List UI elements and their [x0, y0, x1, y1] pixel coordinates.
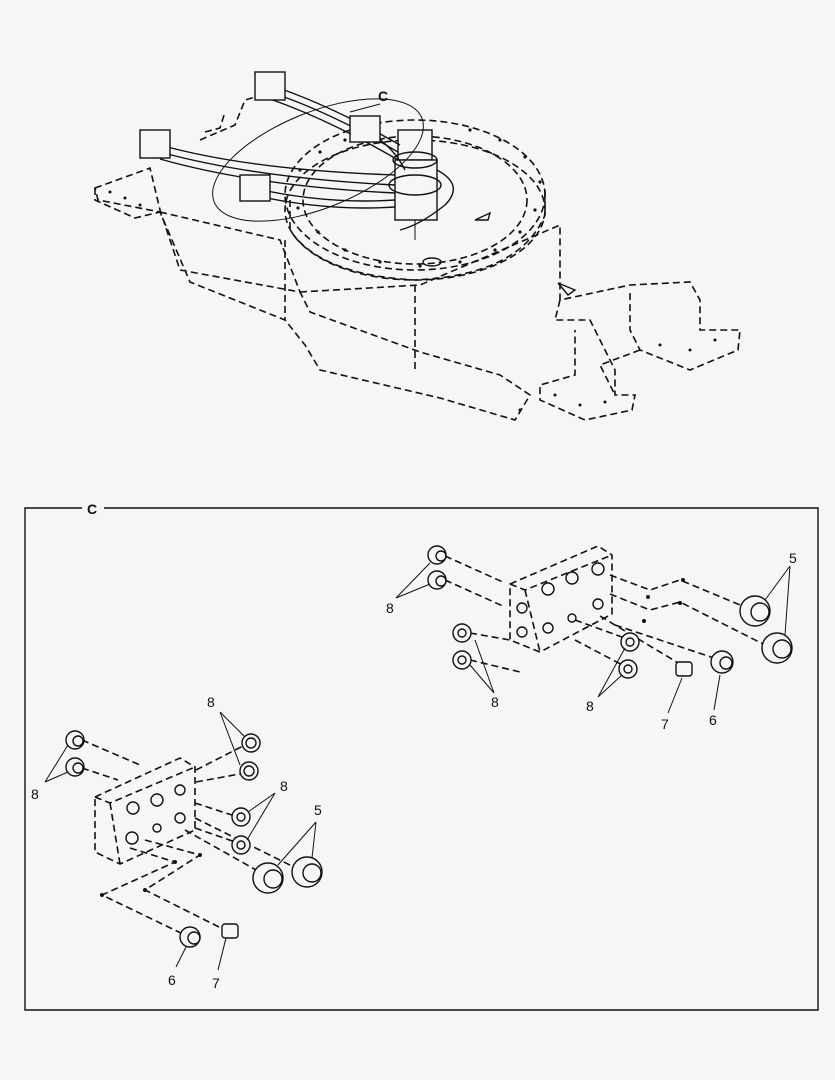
lower-fitting-6 [179, 926, 201, 948]
callout-lower-7: 7 [212, 975, 220, 991]
callout-upper-8-bottom-left: 8 [491, 694, 499, 710]
callout-upper-8-left: 8 [386, 600, 394, 616]
lower-fitting-5-left [252, 862, 284, 894]
callout-lower-6: 6 [168, 972, 176, 988]
upper-fitting-5-top [739, 595, 771, 627]
lower-plug-left-2 [65, 757, 85, 777]
callout-upper-6: 6 [709, 712, 717, 728]
turntable-frame-assembly: C [94, 71, 741, 421]
detail-c-marker: C [378, 88, 388, 104]
upper-manifold-group: 5 8 8 8 7 6 [386, 545, 797, 732]
upper-plug-lower-left-2 [452, 650, 472, 670]
callout-upper-5: 5 [789, 550, 797, 566]
detail-c-label: C [87, 501, 97, 517]
callout-lower-8-left: 8 [31, 786, 39, 802]
upper-plug-mid-2 [618, 659, 638, 679]
callout-upper-7: 7 [661, 716, 669, 732]
lower-plug-right-2 [231, 835, 251, 855]
callout-upper-8-bottom-mid: 8 [586, 698, 594, 714]
callout-lower-5: 5 [314, 802, 322, 818]
lower-fitting-7 [221, 923, 239, 939]
upper-plug-mid-1 [620, 632, 640, 652]
callout-lower-8-right: 8 [280, 778, 288, 794]
lower-plug-top-1 [241, 733, 261, 753]
upper-plug-lower-left-1 [452, 623, 472, 643]
detail-c-panel: C [24, 501, 819, 1011]
upper-plug-left-bottom [427, 570, 447, 590]
upper-fitting-5-bottom [761, 632, 793, 664]
upper-fitting-6 [710, 650, 734, 674]
upper-fitting-7 [675, 661, 693, 677]
callout-lower-8-top: 8 [207, 694, 215, 710]
lower-plug-left-1 [65, 730, 85, 750]
upper-plug-left-top [427, 545, 447, 565]
lower-plug-top-2 [239, 761, 259, 781]
lower-plug-right-1 [231, 807, 251, 827]
lower-fitting-5-right [291, 856, 323, 888]
lower-manifold-group: 8 8 8 5 6 7 [31, 694, 323, 991]
